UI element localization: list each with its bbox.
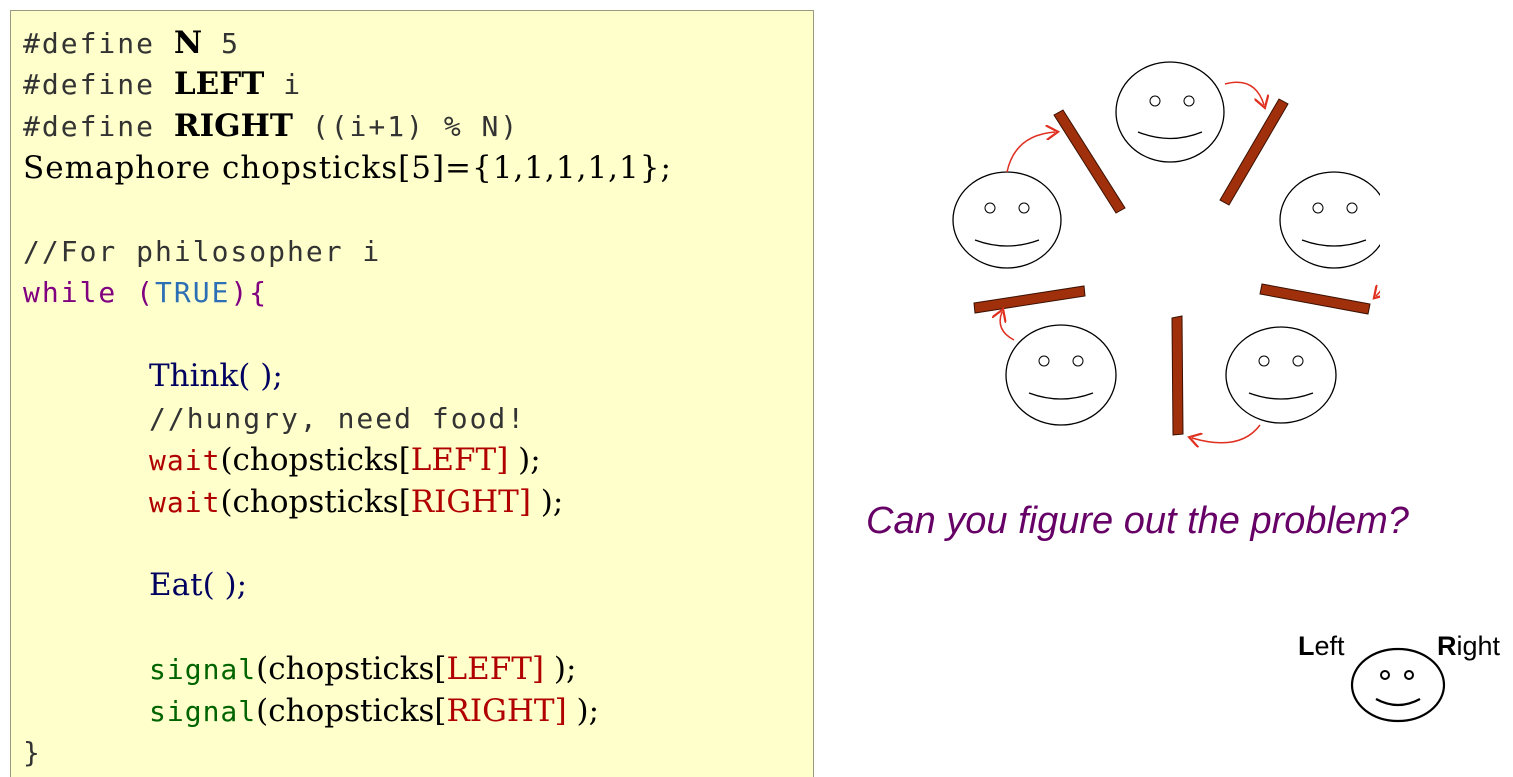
define-left-line: #define LEFT i xyxy=(23,66,303,102)
wait-right-line: wait(chopsticks[RIGHT] ); xyxy=(149,484,564,520)
think-line: Think( ); xyxy=(149,358,283,394)
legend: Left Right xyxy=(1290,625,1513,735)
arrow-left-to-top-left xyxy=(1006,132,1055,173)
eat-line: Eat( ); xyxy=(149,567,248,603)
philosopher-face-bottom-right xyxy=(1225,326,1337,424)
while-line: while (TRUE){ xyxy=(23,276,269,309)
comment-for-line: //For philosopher i xyxy=(23,235,382,268)
legend-right-label: Right xyxy=(1437,631,1501,661)
question-text: Can you figure out the problem? xyxy=(866,500,1409,542)
philosopher-face-top xyxy=(1115,61,1225,163)
signal-right-line: signal(chopsticks[RIGHT] ); xyxy=(149,693,600,729)
legend-left-label: Left xyxy=(1298,631,1345,661)
philosopher-face-left xyxy=(952,171,1062,269)
define-right-line: #define RIGHT ((i+1) % N) xyxy=(23,108,520,144)
define-n-line: #define N 5 xyxy=(23,25,240,61)
arrow-bottom-right-to-bottom xyxy=(1192,424,1261,443)
arrow-bottom-left-to-left xyxy=(1000,312,1015,341)
code-panel: #define N 5 #define LEFT i #define RIGHT… xyxy=(10,10,814,777)
chopstick-bottom xyxy=(1171,315,1184,436)
close-brace-line: } xyxy=(23,736,42,769)
chopstick-left xyxy=(973,285,1086,314)
legend-face xyxy=(1350,647,1446,723)
semaphore-line: Semaphore chopsticks[5]={1,1,1,1,1}; xyxy=(23,150,672,186)
signal-left-line: signal(chopsticks[LEFT] ); xyxy=(149,651,577,687)
arrow-top-to-top-right xyxy=(1224,81,1264,105)
chopstick-top-right xyxy=(1219,98,1289,206)
wait-left-line: wait(chopsticks[LEFT] ); xyxy=(149,442,541,478)
chopstick-right xyxy=(1259,283,1371,315)
philosopher-face-bottom-left xyxy=(1005,324,1117,426)
chopstick-top-left xyxy=(1053,109,1126,214)
philosopher-face-right xyxy=(1279,171,1380,269)
dining-philosophers-diagram xyxy=(952,61,1380,460)
comment-hungry-line: //hungry, need food! xyxy=(149,402,527,435)
